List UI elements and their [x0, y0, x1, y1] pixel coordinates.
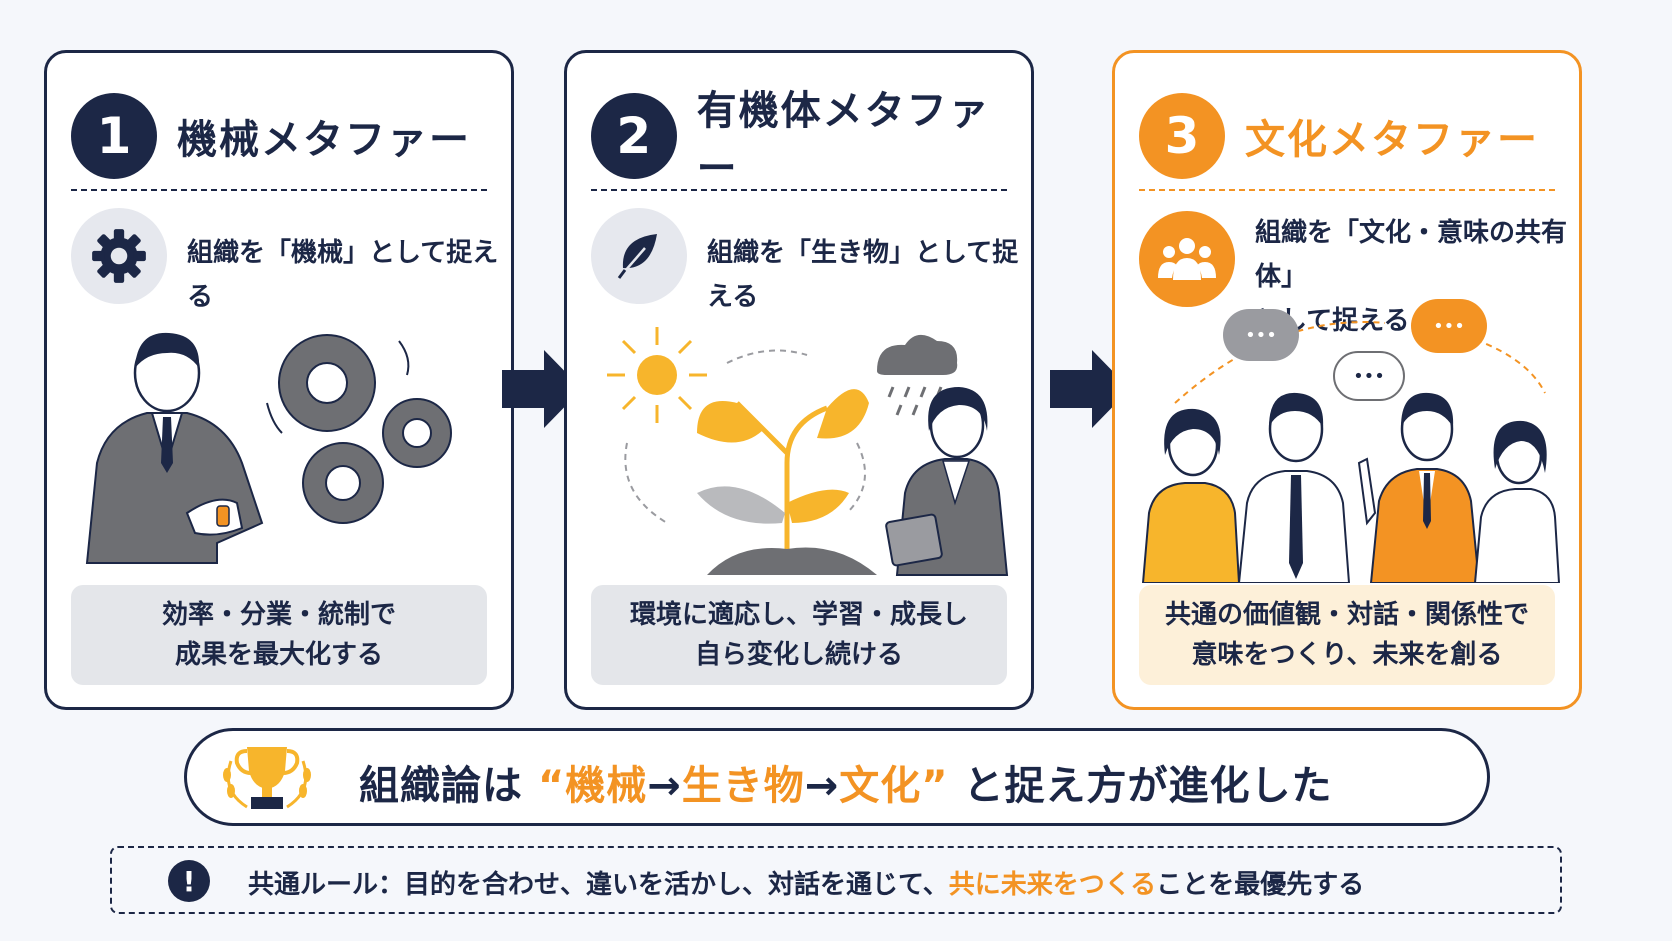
- banner-prefix: 組織論は: [359, 763, 523, 809]
- people-group-icon: [1139, 211, 1235, 307]
- divider: [71, 189, 487, 191]
- rule-prefix: 共通ルール：目的を合わせ、違いを活かし、対話を通じて、: [248, 870, 949, 900]
- speech-bubble-gray: •••: [1223, 309, 1299, 361]
- banner-word-organism: 生き物: [681, 763, 805, 809]
- leaf-icon: [591, 208, 687, 304]
- rule-highlight: 共に未来をつくる: [948, 870, 1157, 900]
- card-title: 機械メタファー: [177, 117, 471, 163]
- banner-word-machine: 機械: [565, 763, 648, 809]
- quote-open: “: [537, 763, 566, 809]
- summary-line: 意味をつくり、未来を創る: [1191, 640, 1503, 670]
- speech-bubble-white: •••: [1333, 351, 1405, 401]
- banner-text: 組織論は “機械→生き物→文化” と捉え方が進化した: [359, 753, 1333, 811]
- speech-bubble-orange: •••: [1411, 299, 1487, 353]
- card-subtitle: 組織を「生き物」として捉える: [707, 238, 1019, 312]
- banner-arrow: →: [647, 763, 682, 809]
- subtitle-line: 組織を「文化・意味の共有体」: [1255, 218, 1568, 292]
- rule-text: 共通ルール：目的を合わせ、違いを活かし、対話を通じて、共に未来をつくることを最優…: [248, 864, 1364, 901]
- step-number: 2: [591, 93, 677, 179]
- divider: [1139, 189, 1555, 191]
- card-header: 3 文化メタファー: [1139, 93, 1539, 179]
- people-group-illustration: [1141, 392, 1561, 583]
- divider: [591, 189, 1007, 191]
- rain-cloud-icon: [877, 334, 958, 416]
- card-organism-metaphor: 2 有機体メタファー 組織を「生き物」として捉える: [564, 50, 1034, 710]
- card-summary: 環境に適応し、学習・成長し 自ら変化し続ける: [591, 585, 1007, 685]
- quote-close: ”: [921, 763, 949, 809]
- trophy-icon: [223, 747, 311, 809]
- arrow-right-icon: [1050, 350, 1130, 428]
- summary-line: 共通の価値観・対話・関係性で: [1164, 600, 1529, 630]
- bubble-dots: •••: [1245, 324, 1277, 346]
- step-number: 3: [1139, 93, 1225, 179]
- gear-icon: [71, 208, 167, 304]
- step-number: 1: [71, 93, 157, 179]
- card-header: 2 有機体メタファー: [591, 88, 1031, 192]
- rule-suffix: ことを最優先する: [1156, 870, 1365, 900]
- businessman-with-gears-illustration: [85, 332, 452, 564]
- common-rule-box: ! 共通ルール：目的を合わせ、違いを活かし、対話を通じて、共に未来をつくることを…: [110, 846, 1562, 914]
- card-header: 1 機械メタファー: [71, 93, 471, 179]
- bubble-dots: •••: [1433, 315, 1465, 337]
- summary-line: 自ら変化し続ける: [694, 640, 903, 670]
- card-machine-metaphor: 1 機械メタファー 組織を「機械」として捉える: [44, 50, 514, 710]
- banner-arrow: →: [804, 763, 840, 809]
- card-summary: 共通の価値観・対話・関係性で 意味をつくり、未来を創る: [1139, 585, 1555, 685]
- summary-line: 成果を最大化する: [174, 640, 383, 670]
- card-culture-metaphor: 3 文化メタファー 組織を「文化・意味の共有体」 として捉える ••• ••• …: [1112, 50, 1582, 710]
- plant-growth-illustration: [607, 327, 1009, 576]
- arrow-right-icon: [502, 350, 582, 428]
- summary-line: 効率・分業・統制で: [161, 600, 396, 630]
- card-title: 文化メタファー: [1245, 117, 1539, 163]
- card-subtitle: 組織を「機械」として捉える: [187, 238, 499, 312]
- card-title: 有機体メタファー: [696, 88, 991, 192]
- bubble-dots: •••: [1353, 365, 1385, 387]
- card-summary: 効率・分業・統制で 成果を最大化する: [71, 585, 487, 685]
- conclusion-banner: 組織論は “機械→生き物→文化” と捉え方が進化した: [184, 728, 1490, 826]
- sun-icon: [607, 327, 707, 423]
- summary-line: 環境に適応し、学習・成長し: [629, 600, 968, 630]
- banner-word-culture: 文化: [839, 763, 922, 809]
- banner-suffix: と捉え方が進化した: [963, 763, 1333, 809]
- exclamation-icon: !: [168, 860, 210, 902]
